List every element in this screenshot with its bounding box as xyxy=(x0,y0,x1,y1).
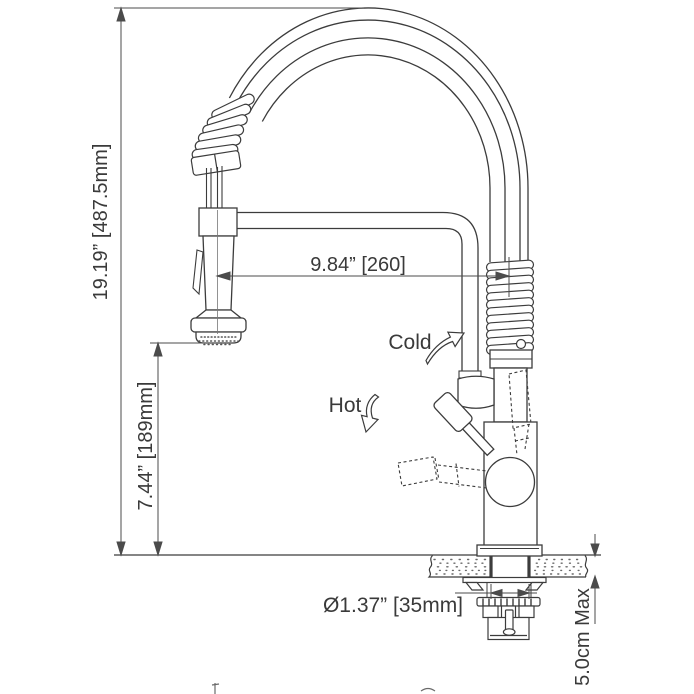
spout-arm-outer xyxy=(237,211,479,371)
spray-face-nozzles xyxy=(198,336,239,346)
nut-tab-right xyxy=(518,605,535,619)
base-flange xyxy=(476,544,543,557)
nut-tab-left xyxy=(482,605,499,619)
head-height-text: 7.44” [189mm] xyxy=(135,382,157,511)
hole-diameter-text: Ø1.37” [35mm] xyxy=(323,594,463,617)
spout-arm-port xyxy=(457,375,495,409)
cold-label: Cold xyxy=(388,331,431,354)
spray-head xyxy=(190,207,247,346)
overall-height-text: 19.19” [487.5mm] xyxy=(90,144,112,301)
handle-dashed-up xyxy=(508,369,532,456)
spray-head-dome xyxy=(190,317,247,333)
hot-arrow xyxy=(360,393,380,434)
spout-arc-3 xyxy=(248,37,506,262)
dimension-reach xyxy=(215,257,511,297)
reach-text: 9.84” [260] xyxy=(310,254,406,276)
left-spring-coil xyxy=(190,93,255,208)
shank-rods xyxy=(486,582,532,598)
hose-tubes xyxy=(205,166,223,208)
dimension-deck-thickness xyxy=(590,534,600,624)
mounting-hole-edges xyxy=(489,556,531,577)
center-pin-cap xyxy=(502,628,516,636)
washer-fin-right xyxy=(524,581,545,591)
mounting-hardware xyxy=(462,576,547,641)
spout-arm xyxy=(237,211,482,379)
spout-arc-inner xyxy=(261,54,491,262)
granite-speckles xyxy=(431,558,585,575)
hot-label: Hot xyxy=(329,394,362,417)
spout-arc-outer xyxy=(228,7,529,262)
center-pin xyxy=(504,609,514,632)
handle-solid xyxy=(433,391,495,457)
deck-thickness-text: 5.0cm Max xyxy=(572,588,594,686)
spray-head-flare xyxy=(194,309,243,319)
spout-arm-inner xyxy=(237,227,463,371)
dimension-head-height xyxy=(150,341,218,557)
ball-joint xyxy=(484,456,536,508)
dimension-overall-height xyxy=(114,6,364,557)
handle-dashed-left xyxy=(397,456,488,489)
coil-retainer-ball xyxy=(515,338,527,350)
washer-fin-left xyxy=(464,581,485,591)
lock-ring-ribs xyxy=(482,598,532,606)
handle-grip xyxy=(433,391,473,433)
spray-head-connector xyxy=(198,207,238,237)
counter-left-slab xyxy=(427,555,491,578)
cropped-edge-fragments xyxy=(211,683,436,694)
mounting-washer-plate xyxy=(462,576,547,584)
faucet-body xyxy=(433,349,543,557)
gooseneck-spout xyxy=(228,7,529,262)
spray-head-lever xyxy=(192,249,204,296)
countertop xyxy=(114,554,601,578)
spout-arc-2 xyxy=(235,19,521,262)
dimension-hole-diameter xyxy=(455,584,537,599)
cold-arrow xyxy=(425,331,466,366)
rotation-arrows xyxy=(360,331,466,434)
right-spring-coil xyxy=(485,259,535,355)
